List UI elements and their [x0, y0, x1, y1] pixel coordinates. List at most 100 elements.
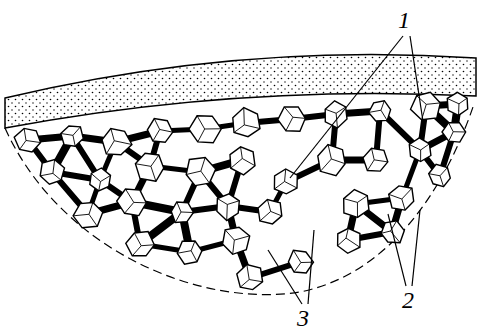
crystal-grain	[171, 202, 193, 223]
crystal-facet	[247, 265, 249, 280]
crystal-facet	[132, 246, 141, 256]
crystal-facet	[449, 132, 453, 141]
crystal-outline	[126, 232, 155, 256]
crystal-facet	[73, 135, 75, 146]
crystal-outline	[288, 250, 313, 273]
crystal-facet	[101, 175, 111, 181]
crystal-outline	[344, 190, 369, 218]
crystal-facet	[241, 147, 243, 159]
crystal-facet	[217, 199, 227, 205]
crystal-grain	[117, 189, 147, 216]
crystal-facet	[231, 158, 243, 168]
crystal-grain	[73, 202, 103, 227]
crystal-grain	[363, 148, 388, 171]
crystal-facet	[328, 144, 331, 159]
crystal-grain	[369, 101, 391, 121]
crystal-facet	[409, 145, 420, 150]
crystal-grain	[189, 116, 221, 143]
crystal-facet	[346, 238, 360, 247]
crystal-grain	[442, 123, 466, 142]
crystal-facet	[106, 141, 114, 154]
crystal-facet	[26, 140, 41, 142]
crystal-facet	[191, 251, 197, 262]
crystal-grain	[126, 232, 155, 256]
crystal-outline	[442, 123, 466, 142]
crystal-facet	[271, 211, 282, 215]
crystal-outline	[409, 138, 431, 162]
crystal-grain	[230, 147, 255, 175]
crystal-facet	[420, 150, 421, 162]
crystal-facet	[357, 202, 358, 217]
crystal-facet	[346, 228, 348, 238]
crystal-facet	[249, 280, 262, 282]
crystal-grain	[411, 92, 441, 120]
crystal-facet	[357, 196, 367, 203]
crystal-facet	[260, 211, 271, 221]
crystal-outline	[40, 160, 64, 185]
crystal-facet	[227, 201, 239, 205]
crystal-outline	[102, 129, 132, 155]
cement-bonds	[28, 104, 458, 278]
crystal-facet	[285, 182, 297, 189]
crystal-outline	[189, 116, 221, 143]
crystal-outline	[447, 92, 467, 115]
crystal-outline	[61, 126, 84, 146]
crystal-grain	[237, 265, 263, 290]
crystal-facet	[440, 168, 447, 176]
crystal-facet	[181, 211, 193, 213]
crystal-facet	[99, 182, 101, 191]
crystal-facet	[225, 230, 234, 240]
crystal-grain	[344, 190, 369, 218]
crystal-facet	[40, 173, 53, 175]
crystal-grain	[429, 164, 451, 186]
lens-outline	[5, 104, 474, 295]
crystal-facet	[242, 158, 255, 165]
crystal-outline	[230, 147, 255, 175]
crystal-facet	[24, 128, 26, 140]
crystal-facet	[125, 202, 134, 213]
callout-number: 3	[297, 306, 309, 330]
crystal-facet	[367, 160, 374, 171]
crystal-grain	[40, 160, 64, 185]
crystal-grain	[409, 138, 431, 162]
crystal-facet	[402, 188, 412, 199]
crystal-facet	[197, 116, 205, 129]
crystal-facet	[177, 202, 181, 212]
crystal-facet	[153, 129, 160, 140]
crystal-facet	[205, 128, 222, 129]
crystal-facet	[89, 202, 93, 214]
crystal-facet	[186, 171, 201, 174]
crystal-grain	[186, 157, 216, 185]
crystal-outline	[171, 202, 193, 223]
crystal-facet	[381, 101, 384, 111]
crystal-facet	[293, 117, 305, 118]
crystal-grain	[258, 200, 282, 224]
crystal-grain	[14, 128, 40, 152]
crystal-facet	[458, 104, 459, 116]
crystal-facet	[177, 251, 191, 254]
crystal-facet	[381, 231, 390, 233]
crystal-facet	[320, 159, 331, 171]
crystal-grain	[102, 128, 132, 154]
crystal-facet	[417, 96, 427, 105]
crystal-grain	[288, 250, 313, 273]
crystal-facet	[240, 280, 249, 288]
crystal-facet	[53, 160, 55, 174]
crystal-facet	[126, 189, 134, 202]
crystal-facet	[135, 164, 150, 167]
crystal-facet	[389, 194, 402, 199]
crystal-facet	[234, 236, 249, 240]
crystal-grain	[217, 194, 239, 221]
leader-line	[308, 230, 314, 304]
crystal-facet	[453, 131, 466, 132]
crystal-facet	[234, 125, 244, 133]
crystal-grain	[177, 241, 202, 264]
crystal-outline	[14, 128, 40, 152]
crystal-outline	[217, 194, 239, 221]
crystal-facet	[61, 133, 73, 135]
crystal-facet	[402, 199, 405, 210]
crystal-grain	[135, 153, 163, 181]
leader-line	[388, 214, 406, 286]
